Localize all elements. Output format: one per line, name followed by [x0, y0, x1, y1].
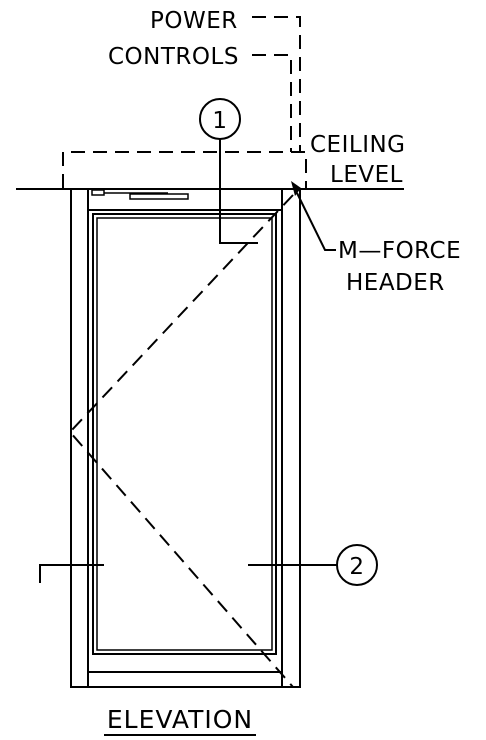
controls-leader-line: [252, 54, 292, 152]
door-frame-outer: [70, 188, 301, 688]
header-outline-dashed: [62, 151, 307, 188]
power-label: POWER: [150, 8, 238, 34]
callout-1-number: 1: [212, 108, 227, 134]
header-leader-arrowhead: [291, 181, 301, 196]
header-label-line2: HEADER: [346, 270, 445, 296]
ceiling-label-line1: CEILING: [310, 132, 406, 158]
ceiling-label-line2: LEVEL: [330, 162, 403, 188]
hinge-hardware: [91, 189, 105, 196]
callout-2-number: 2: [349, 554, 364, 580]
section-cut-marker: [39, 564, 104, 583]
door-leaf-inner: [96, 217, 273, 651]
door-leaf-outer: [92, 213, 277, 655]
controls-label: CONTROLS: [108, 44, 239, 70]
drawing-title: ELEVATION: [107, 705, 253, 734]
callout-2-bubble: [336, 544, 378, 586]
power-leader-line: [252, 16, 301, 152]
door-swing-dashed: [68, 194, 294, 688]
header-leader-line: [296, 192, 336, 251]
header-label-line1: M—FORCE: [338, 238, 461, 264]
callout-1-leader: [219, 139, 258, 244]
closer-hardware: [129, 193, 189, 200]
